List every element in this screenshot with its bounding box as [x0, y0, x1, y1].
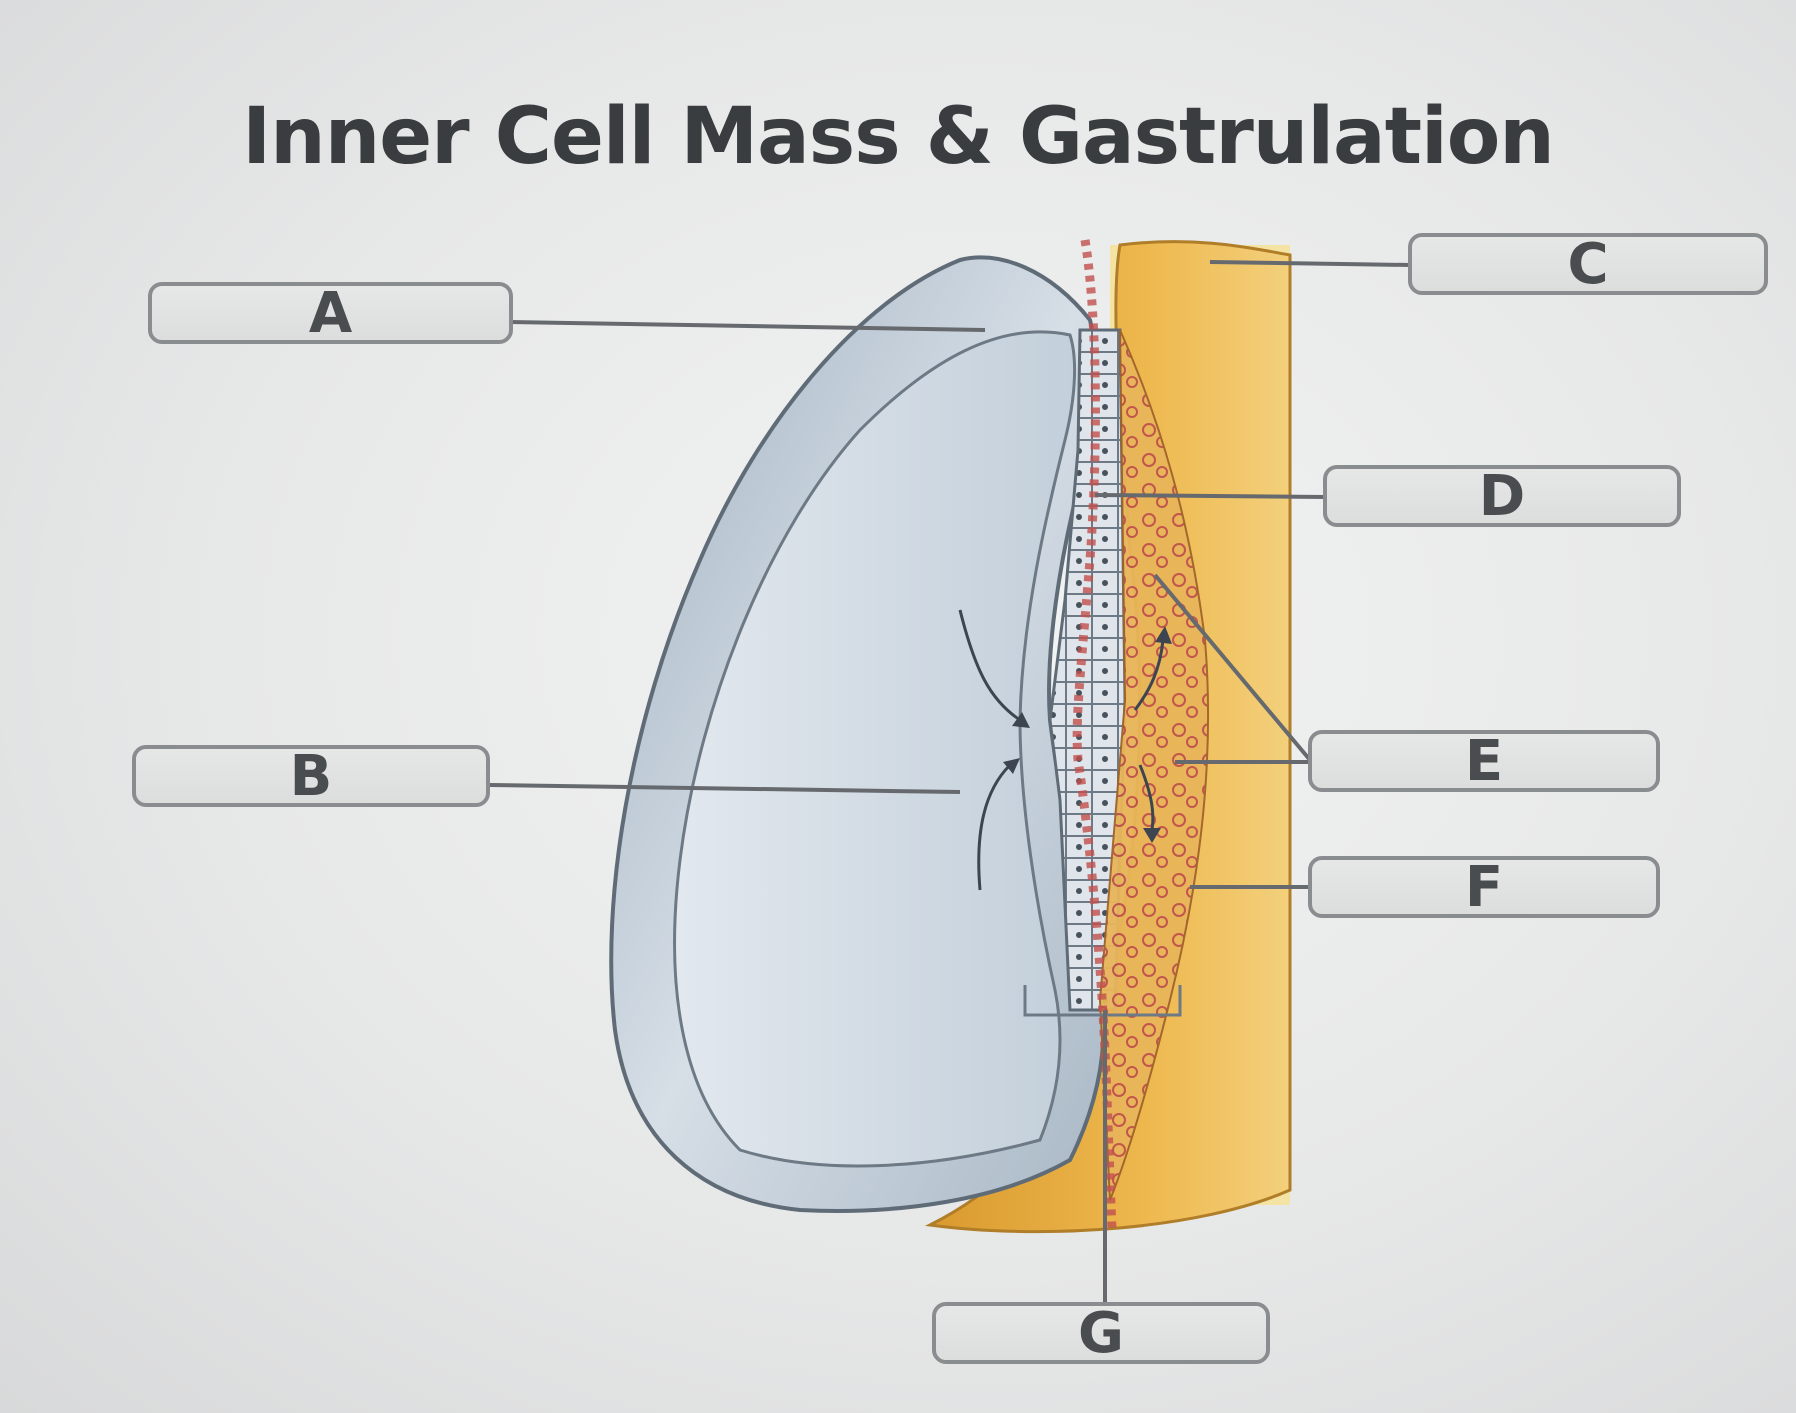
label-box-d[interactable]: D [1323, 463, 1681, 529]
invagination-arrow-lower [977, 763, 1012, 891]
label-box-b[interactable]: B [132, 743, 490, 809]
label-box-e[interactable]: E [1308, 728, 1660, 794]
label-f-text: F [1464, 854, 1504, 920]
leader-line-c [1209, 260, 1411, 267]
page-title: Inner Cell Mass & Gastrulation [242, 92, 1555, 182]
mesoderm-arrow-up [1133, 639, 1165, 711]
label-e-text: E [1464, 728, 1504, 794]
label-c-text: C [1567, 231, 1609, 297]
arrowhead-down [1143, 828, 1161, 843]
label-box-a[interactable]: A [148, 280, 513, 346]
mesoderm-arrow-down [1138, 764, 1155, 831]
arrowhead-upper [1012, 712, 1030, 728]
bracket-mark [1023, 985, 1182, 1017]
arrowhead-up [1155, 626, 1172, 644]
amnion-inner-surface [673, 330, 1077, 1168]
label-d-text: D [1478, 463, 1526, 529]
label-box-g[interactable]: G [932, 1300, 1270, 1366]
mesoderm-cells [1098, 329, 1210, 1201]
label-box-f[interactable]: F [1308, 854, 1660, 920]
leader-line-b [489, 783, 961, 794]
arrowhead-lower [1003, 758, 1020, 774]
label-a-text: A [308, 280, 353, 346]
leader-line-e-1 [1153, 573, 1312, 762]
label-box-c[interactable]: C [1408, 231, 1768, 297]
invagination-arrow-upper [958, 609, 1021, 722]
label-b-text: B [289, 743, 333, 809]
leader-line-d [1094, 493, 1326, 499]
leader-line-a [509, 320, 986, 332]
label-g-text: G [1078, 1300, 1124, 1366]
